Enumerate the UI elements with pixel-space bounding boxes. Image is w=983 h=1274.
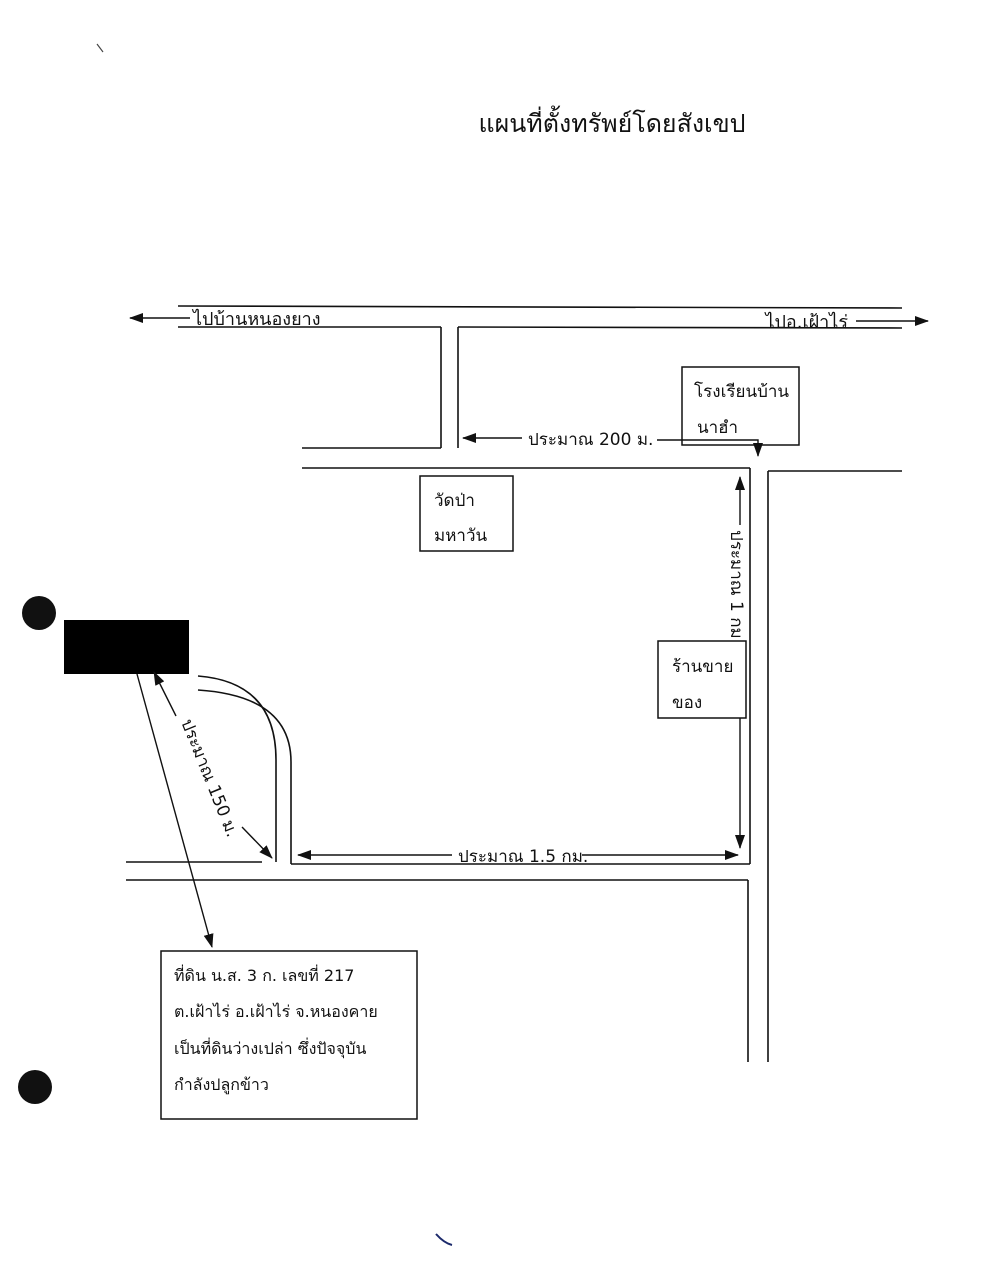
- land-info-box: [160, 950, 418, 1120]
- arrow-150m-end: [241, 826, 273, 859]
- school-label-2: นาฮำ: [697, 418, 738, 438]
- punch-hole-bottom: [18, 1070, 52, 1104]
- distance-1-5km: ประมาณ 1.5 กม.: [458, 847, 588, 867]
- arrow-200m-tail: [657, 439, 763, 457]
- shop-box: [657, 640, 747, 719]
- label-to-nong-yang: ไปบ้านหนองยาง: [191, 308, 321, 330]
- school-label-1: โรงเรียนบ้าน: [694, 381, 789, 402]
- map-title: แผนที่ตั้งทรัพย์โดยสังเขป: [478, 105, 745, 138]
- temple-label-2: มหาวัน: [434, 526, 488, 546]
- land-info-line-1: ที่ดิน น.ส. 3 ก. เลขที่ 217: [174, 964, 354, 985]
- scan-mark: [96, 43, 104, 53]
- distance-200m: ประมาณ 200 ม.: [528, 430, 653, 450]
- property-marker: [64, 620, 189, 674]
- scan-mark: [435, 1233, 453, 1246]
- top-road: [126, 305, 903, 1062]
- land-info-line-2: ต.เฝ้าไร่ อ.เฝ้าไร่ จ.หนองคาย: [174, 1002, 378, 1021]
- label-to-fao-rai: ไปอ.เฝ้าไร่: [763, 311, 848, 333]
- temple-box: [419, 475, 514, 552]
- land-pointer: [136, 673, 214, 948]
- land-info-line-3: เป็นที่ดินว่างเปล่า ซึ่งปัจจุบัน: [174, 1037, 366, 1059]
- punch-hole-top: [22, 596, 56, 630]
- distance-1km: ประมาณ 1 กม.: [726, 530, 746, 644]
- arrow-150m-start: [153, 671, 177, 717]
- school-box: [681, 366, 800, 446]
- land-info-line-4: กำลังปลูกข้าว: [174, 1075, 269, 1095]
- distance-150m: ประมาณ 150 ม.: [176, 716, 242, 840]
- temple-label-1: วัดป่า: [434, 491, 475, 511]
- shop-label-2: ของ: [672, 693, 702, 713]
- shop-label-1: ร้านขาย: [672, 657, 733, 677]
